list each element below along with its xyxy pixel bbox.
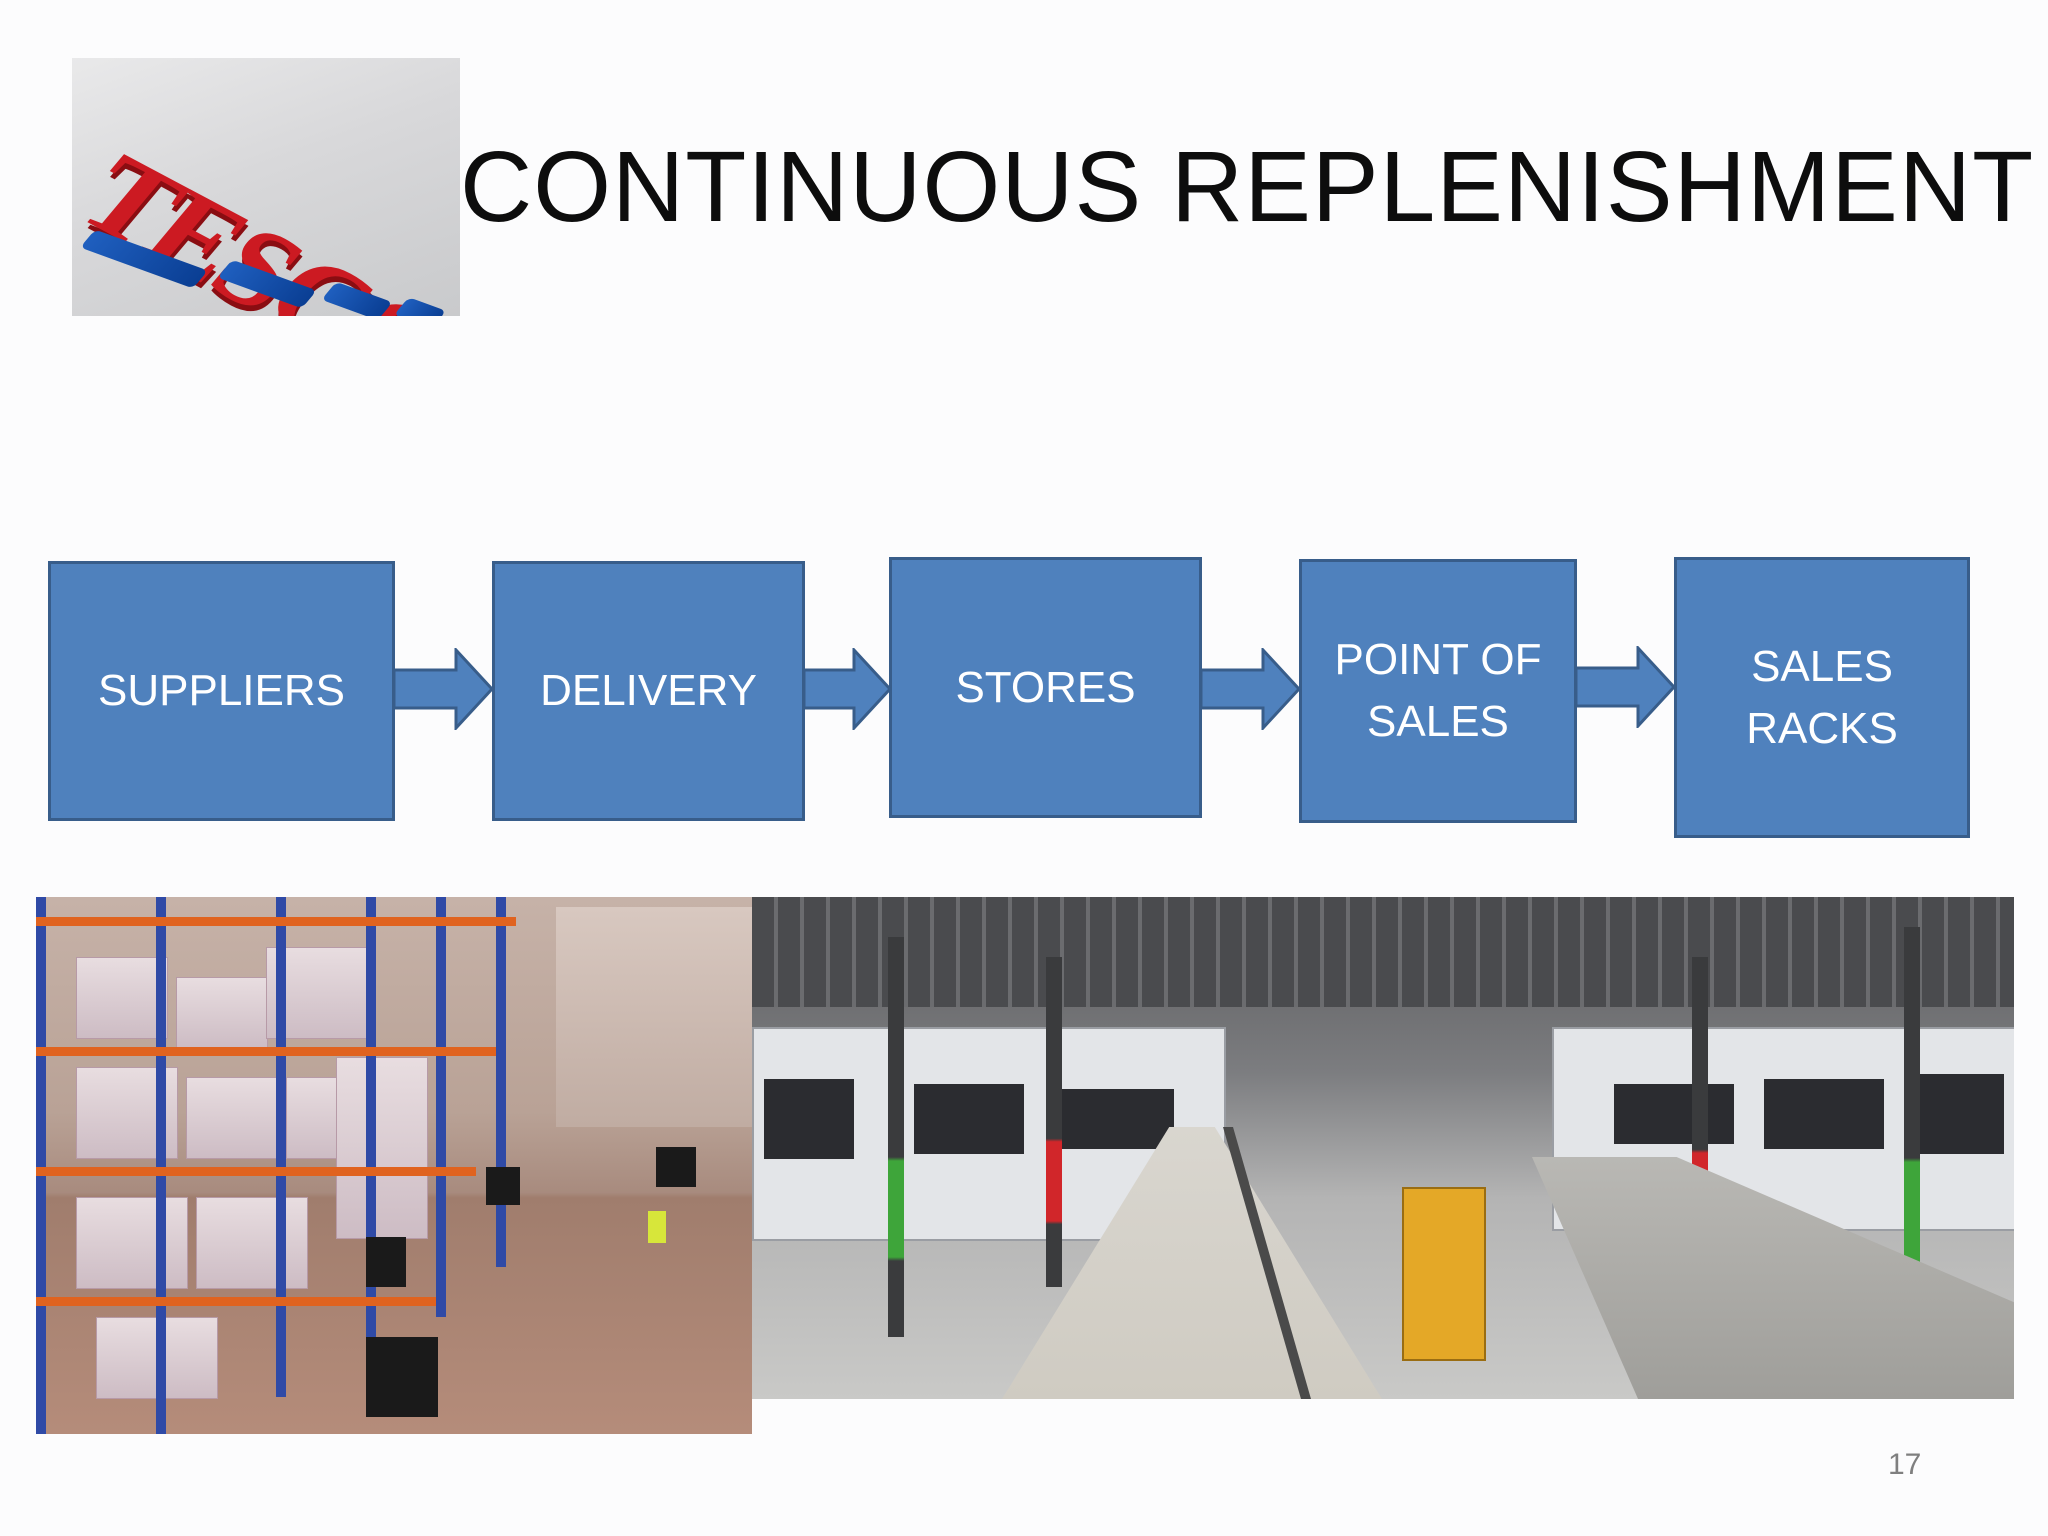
rack-post bbox=[276, 897, 286, 1397]
flow-box-suppliers: SUPPLIERS bbox=[48, 561, 395, 821]
flow-box-stores: STORES bbox=[889, 557, 1202, 818]
pallet bbox=[176, 977, 268, 1049]
flow-box-label: SALES RACKS bbox=[1746, 641, 1898, 753]
pallet bbox=[76, 957, 168, 1039]
flow-box-delivery: DELIVERY bbox=[492, 561, 805, 821]
pallet-jack bbox=[656, 1147, 696, 1187]
flow-arrow-1 bbox=[392, 648, 495, 730]
pallet-jack bbox=[366, 1237, 406, 1287]
slide-title: CONTINUOUS REPLENISHMENT bbox=[460, 131, 2035, 243]
yellow-lift bbox=[1402, 1187, 1486, 1361]
flow-arrow-2 bbox=[802, 648, 893, 730]
train-window bbox=[1914, 1074, 2004, 1154]
flow-arrow-3 bbox=[1199, 648, 1302, 730]
depot-pole bbox=[1904, 927, 1920, 1347]
train-window bbox=[1764, 1079, 1884, 1149]
train-depot-photo bbox=[752, 897, 2014, 1399]
pallet bbox=[336, 1057, 428, 1239]
rack-beam bbox=[36, 1167, 476, 1176]
train-window bbox=[1614, 1084, 1734, 1144]
flow-box-point-of-sales: POINT OF SALES bbox=[1299, 559, 1577, 823]
rack-beam bbox=[36, 917, 516, 926]
depot-pole bbox=[1046, 957, 1062, 1287]
rack-post bbox=[436, 897, 446, 1317]
rack-post bbox=[36, 897, 46, 1434]
train-window bbox=[1054, 1089, 1174, 1149]
warehouse-back-wall bbox=[556, 907, 752, 1127]
pallet-jack bbox=[366, 1337, 438, 1417]
pallet bbox=[76, 1197, 188, 1289]
rack-beam bbox=[36, 1297, 436, 1306]
rack-post bbox=[366, 897, 376, 1367]
rack-beam bbox=[36, 1047, 496, 1056]
train-window bbox=[764, 1079, 854, 1159]
page-number: 17 bbox=[1888, 1448, 1922, 1481]
train-window bbox=[914, 1084, 1024, 1154]
pallet-jack bbox=[486, 1167, 520, 1205]
flow-box-label: SUPPLIERS bbox=[98, 666, 345, 715]
pallet bbox=[196, 1197, 308, 1289]
rack-post bbox=[156, 897, 166, 1434]
worker-vest bbox=[648, 1211, 666, 1243]
tesco-logo-image: TESCO bbox=[72, 58, 460, 316]
depot-roof bbox=[752, 897, 2014, 1007]
rack-post bbox=[496, 897, 506, 1267]
flow-box-label: DELIVERY bbox=[540, 666, 757, 715]
depot-pole bbox=[888, 937, 904, 1337]
flow-arrow-4 bbox=[1574, 646, 1677, 728]
warehouse-photo bbox=[36, 897, 752, 1434]
flow-box-label: POINT OF SALES bbox=[1334, 635, 1542, 746]
flow-box-sales-racks: SALES RACKS bbox=[1674, 557, 1970, 838]
flow-box-label: STORES bbox=[955, 662, 1136, 712]
